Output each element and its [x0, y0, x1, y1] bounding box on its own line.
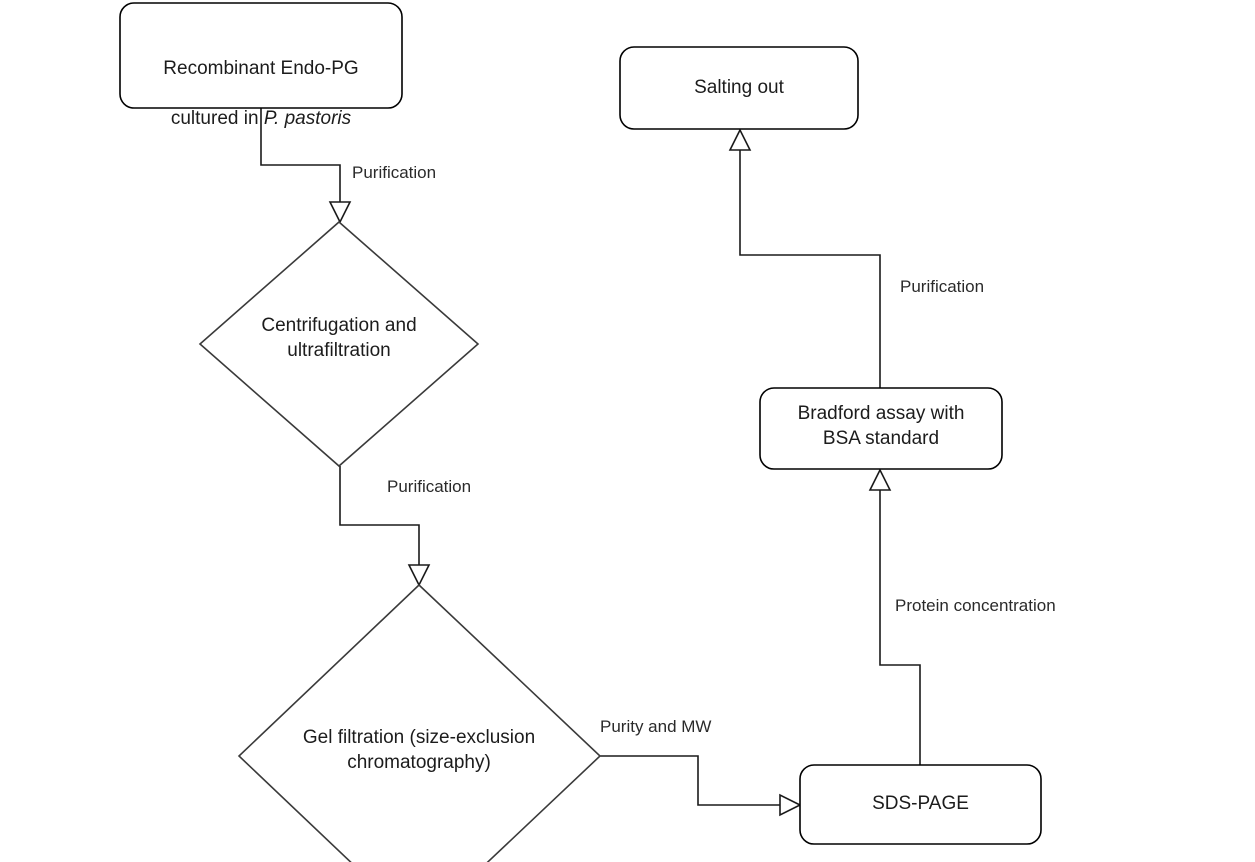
node-bradford-assay[interactable]: [759, 387, 1003, 470]
edge-sdspage-to-bradford: [868, 468, 921, 765]
node-salting-out[interactable]: [619, 46, 859, 130]
node-recombinant-endo-pg[interactable]: [119, 2, 403, 109]
edge-label-bradford-to-saltingout: Purification: [900, 277, 985, 296]
edge-label-culture-to-centrifugation: Purification: [352, 163, 437, 182]
edge-culture-to-centrifugation: [260, 108, 352, 224]
edge-gelfiltration-to-sdspage: [600, 755, 802, 817]
node-gel-filtration[interactable]: [237, 583, 602, 862]
edge-label-sdspage-to-bradford: Protein concentration: [895, 596, 1056, 615]
node-sds-page[interactable]: [799, 764, 1042, 845]
edge-label-gelfiltration-to-sdspage: Purity and MW: [600, 717, 712, 736]
edge-bradford-to-saltingout: [728, 128, 881, 388]
edge-centrifugation-to-gelfiltration: [339, 466, 431, 587]
edge-label-centrifugation-to-gelfiltration: Purification: [387, 477, 472, 496]
node-centrifugation-ultrafiltration[interactable]: [198, 220, 480, 468]
